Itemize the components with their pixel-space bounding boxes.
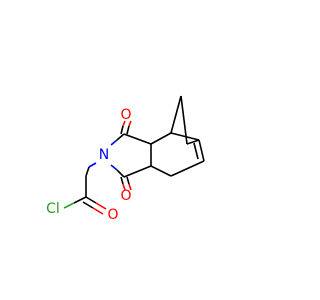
bond-c-bottom-c7a: [123, 165, 152, 178]
bond-n-c-bottom: [110, 164, 125, 178]
structure-canvas: N O O O Cl: [46, 95, 205, 223]
bond-n-ch2: [85, 162, 97, 177]
bond-bridgehead-bottom-c6: [170, 160, 205, 177]
atom-o-top-label: O: [120, 107, 131, 123]
atom-o-acyl-label: O: [107, 207, 118, 223]
bond-c3a-bridgehead-top: [150, 132, 172, 145]
bond-n-c-top: [110, 133, 125, 146]
bond-acyl-c-cl: [63, 196, 87, 209]
bond-bridgehead-top-ch2: [170, 95, 182, 134]
bond-c7a-bridgehead-bottom: [150, 165, 172, 177]
bond-bridgehead-rear: [186, 139, 200, 145]
bond-c-o-top: [120, 120, 132, 135]
bond-acyl-c-o: [82, 196, 107, 215]
molecule-drawing: N O O O Cl: [46, 95, 205, 223]
bond-c-top-c3a: [123, 133, 152, 145]
bond-c-o-bottom: [120, 176, 132, 191]
bond-c5-c6-double: [193, 139, 205, 162]
bond-bridgehead-top-c5: [170, 132, 200, 141]
atom-cl-label: Cl: [46, 201, 60, 217]
atom-n-label: N: [99, 147, 109, 163]
atom-o-bottom-label: O: [120, 188, 131, 204]
